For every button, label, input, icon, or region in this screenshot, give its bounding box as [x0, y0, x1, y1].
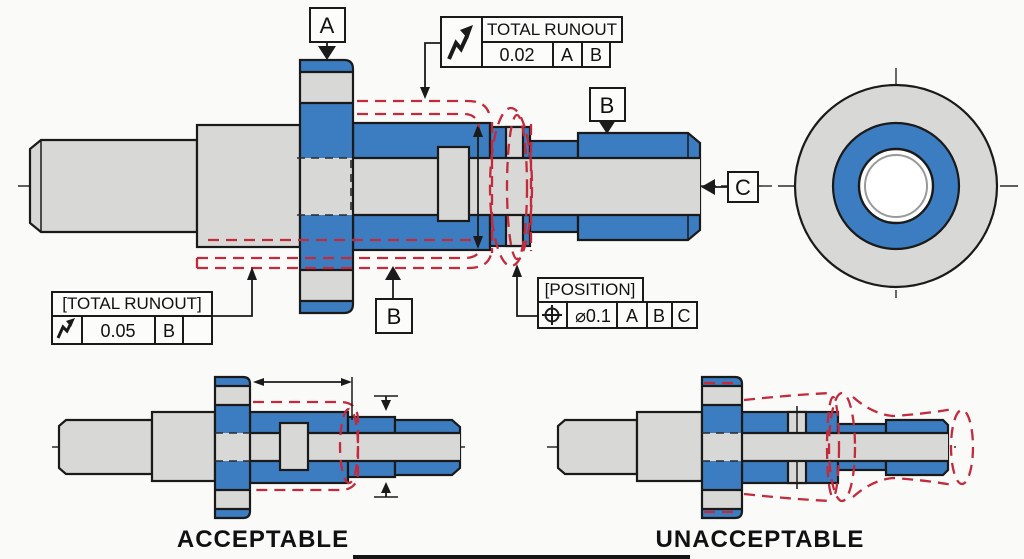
shaft-large-step [150, 410, 217, 483]
shaft-core [742, 433, 948, 461]
bottom-bar [353, 555, 690, 559]
flange-hub [298, 58, 355, 315]
fcf-datum3-cell [671, 301, 698, 329]
keyway-block [278, 421, 310, 472]
datum-b-top-label: B [600, 93, 615, 118]
fcf-datum1-text: A [561, 45, 573, 65]
flange-band [300, 72, 353, 103]
datum-b-bottom-label: B [387, 304, 402, 329]
acceptable-caption: ACCEPTABLE [177, 526, 349, 553]
flange-band [300, 103, 353, 158]
fcf-datum3-text: C [678, 306, 691, 326]
shaft-left-cylinder [556, 418, 639, 476]
keyway-block [436, 145, 471, 223]
flange-band [300, 270, 353, 301]
runout-error-zone [704, 381, 975, 514]
fcf-datum1-cell [616, 301, 648, 329]
fcf-datum1-text: B [163, 321, 175, 341]
total-runout-symbol-icon [447, 25, 473, 60]
fcf-tolerance-cell [481, 41, 554, 68]
fcf-position: [POSITION] ⌀0.1 A B C [512, 264, 698, 329]
runout-tolerance-zone [195, 99, 493, 270]
shaft-large-step [635, 410, 704, 483]
datum-b-top: B [589, 87, 626, 134]
fcf-tolerance-cell [566, 301, 618, 329]
fcf-total-runout-top: TOTAL RUNOUT 0.02 A B [420, 16, 623, 99]
fcf-name-text: TOTAL RUNOUT [487, 20, 617, 39]
fcf-datum2-cell [581, 41, 611, 68]
fcf-tolerance-text: 0.05 [100, 321, 135, 341]
shaft-large-step [195, 123, 302, 249]
zone-width-dimension [374, 395, 398, 498]
datum-c-label: C [735, 175, 751, 200]
end-view [778, 68, 1018, 298]
datum-c: C [701, 171, 759, 203]
flange-band [300, 60, 353, 72]
fcf-tolerance-text: ⌀0.1 [575, 306, 611, 326]
fcf-datum2-text: B [590, 45, 602, 65]
datum-a-box [309, 7, 346, 43]
shaft-core [300, 158, 700, 215]
diameter-dimension [473, 124, 483, 249]
runout-zone-acceptable [253, 400, 360, 492]
fcf-total-runout-left: [TOTAL RUNOUT] 0.05 B [51, 267, 257, 345]
datum-b-bottom: B [375, 266, 413, 334]
total-runout-symbol-icon [56, 318, 75, 339]
fcf-label-text: [TOTAL RUNOUT] [62, 294, 201, 313]
shaft-left-cylinder [57, 418, 154, 476]
flange-band [300, 301, 353, 313]
unacceptable-view: UNACCEPTABLE [547, 375, 975, 553]
fcf-datum2-cell [646, 301, 673, 329]
datum-b-bottom-box [375, 298, 413, 334]
datum-c-box [727, 171, 759, 203]
fcf-tolerance-text: 0.02 [499, 45, 534, 65]
fcf-label-box [51, 291, 213, 317]
unacceptable-caption: UNACCEPTABLE [656, 526, 865, 553]
acceptable-view: ACCEPTABLE [52, 375, 465, 553]
flange-band [300, 215, 353, 270]
fcf-tolerance-cell [81, 315, 156, 345]
datum-a-label: A [320, 13, 335, 38]
position-symbol-icon [542, 305, 562, 325]
flange-hub [213, 375, 252, 520]
flange-hub [700, 375, 744, 520]
position-tolerance-zone [488, 106, 534, 268]
datum-a: A [309, 7, 346, 60]
flange-band [300, 158, 353, 215]
datum-b-top-box [589, 87, 626, 122]
main-view: A B C B [18, 7, 772, 345]
flange-outline [298, 58, 355, 315]
fcf-symbol-cell [440, 16, 483, 68]
fcf-label-text: [POSITION] [545, 280, 636, 299]
fcf-datum1-text: A [626, 306, 638, 326]
fcf-datum2-text: B [653, 306, 665, 326]
fcf-name-cell [481, 16, 623, 43]
fcf-empty-cell [182, 315, 213, 345]
shaft-left-cylinder [28, 138, 199, 234]
bore-inner-ring [864, 154, 928, 218]
length-dimension [253, 377, 353, 420]
